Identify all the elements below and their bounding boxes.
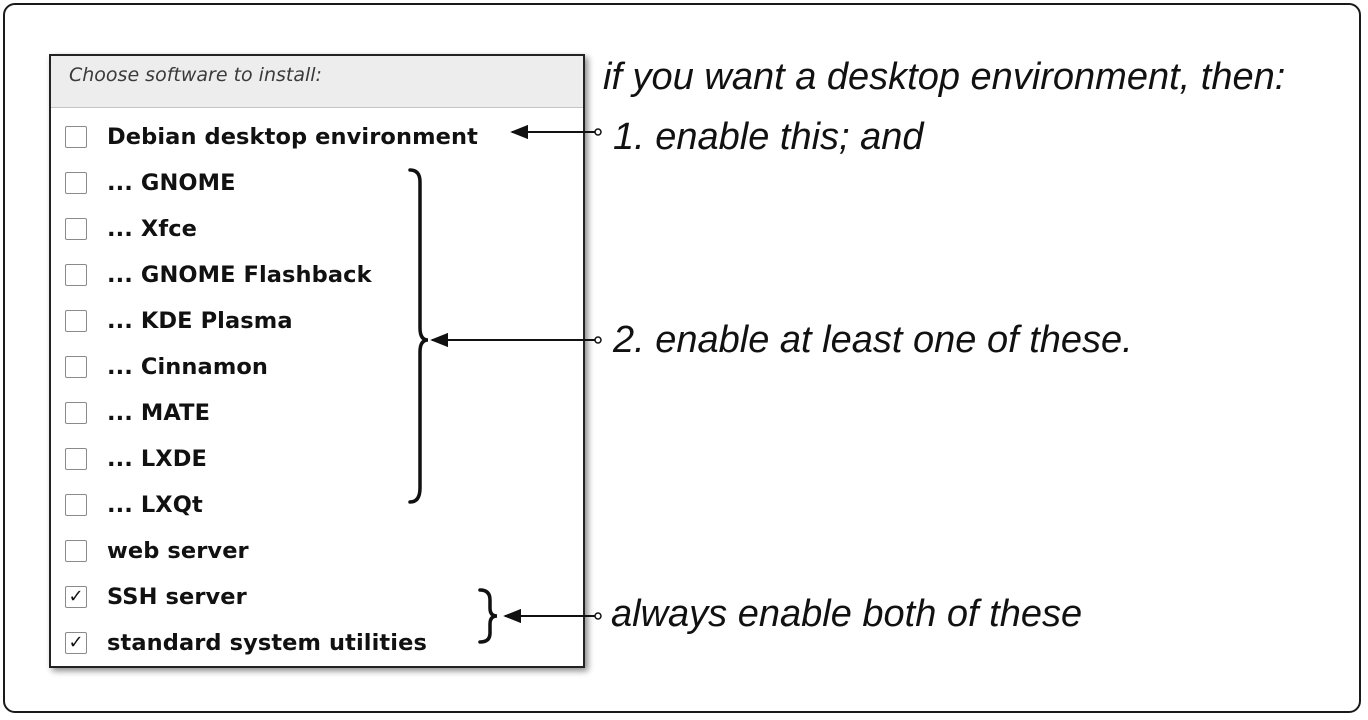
option-gnome-flashback[interactable]: ... GNOME Flashback <box>65 255 372 295</box>
option-label: ... LXQt <box>107 492 203 518</box>
software-selection-dialog: Choose software to install: Debian deskt… <box>49 54 585 668</box>
brace-desktops <box>408 168 429 504</box>
checkbox-checked[interactable]: ✓ <box>65 586 87 608</box>
option-label: ... LXDE <box>107 446 208 472</box>
option-label: ... Xfce <box>107 216 198 242</box>
option-debian-desktop-environment[interactable]: Debian desktop environment <box>65 117 478 157</box>
option-lxqt[interactable]: ... LXQt <box>65 485 203 525</box>
option-standard-system-utilities[interactable]: ✓ standard system utilities <box>65 623 427 663</box>
option-mate[interactable]: ... MATE <box>65 393 210 433</box>
option-label: ... KDE Plasma <box>107 308 293 334</box>
annotation-always: always enable both of these <box>611 593 1083 635</box>
option-label: ... GNOME <box>107 170 236 196</box>
checkbox[interactable] <box>65 172 87 194</box>
checkbox[interactable] <box>65 126 87 148</box>
arrow-step-1 <box>510 124 602 140</box>
checkbox[interactable] <box>65 494 87 516</box>
option-gnome[interactable]: ... GNOME <box>65 163 236 203</box>
option-label: ... MATE <box>107 400 211 426</box>
brace-always <box>478 588 498 644</box>
option-cinnamon[interactable]: ... Cinnamon <box>65 347 268 387</box>
option-xfce[interactable]: ... Xfce <box>65 209 197 249</box>
checkbox[interactable] <box>65 264 87 286</box>
checkbox-checked[interactable]: ✓ <box>65 632 87 654</box>
checkbox[interactable] <box>65 540 87 562</box>
option-lxde[interactable]: ... LXDE <box>65 439 207 479</box>
option-label: standard system utilities <box>107 630 427 656</box>
dialog-header: Choose software to install: <box>51 56 583 108</box>
option-label: Debian desktop environment <box>107 124 478 150</box>
option-kde-plasma[interactable]: ... KDE Plasma <box>65 301 293 341</box>
option-label: web server <box>107 538 249 564</box>
checkbox[interactable] <box>65 356 87 378</box>
option-label: ... Cinnamon <box>107 354 269 380</box>
option-label: SSH server <box>107 584 247 610</box>
option-web-server[interactable]: web server <box>65 531 249 571</box>
checkbox[interactable] <box>65 448 87 470</box>
arrow-always <box>503 608 602 624</box>
option-label: ... GNOME Flashback <box>107 262 372 288</box>
checkbox[interactable] <box>65 218 87 240</box>
arrow-step-2 <box>430 332 602 348</box>
annotation-step-1: 1. enable this; and <box>613 116 924 158</box>
checkbox[interactable] <box>65 310 87 332</box>
checkbox[interactable] <box>65 402 87 424</box>
annotation-step-2: 2. enable at least one of these. <box>613 319 1133 361</box>
annotation-heading: if you want a desktop environment, then: <box>603 56 1286 98</box>
option-ssh-server[interactable]: ✓ SSH server <box>65 577 247 617</box>
